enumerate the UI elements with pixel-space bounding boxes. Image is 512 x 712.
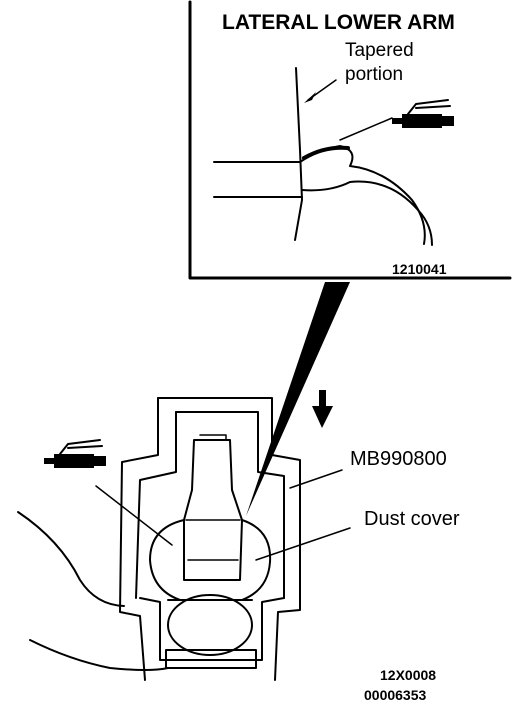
detail-pointer <box>246 282 350 516</box>
tool-label: MB990800 <box>350 448 447 470</box>
tapered-label-line2: portion <box>345 64 403 85</box>
inset-panel: LATERAL LOWER ARM Tapered portion 121004… <box>188 0 512 280</box>
tapered-label-line1: Tapered <box>345 40 414 61</box>
inset-title: LATERAL LOWER ARM <box>222 11 455 34</box>
dust-cover-label: Dust cover <box>364 508 460 530</box>
grease-gun-icon <box>392 99 454 128</box>
down-arrow-icon <box>312 390 333 428</box>
grease-gun-icon <box>44 439 106 468</box>
ball-joint-assembly <box>17 390 351 681</box>
figure-code-1: 12X0008 <box>380 667 436 683</box>
lateral-lower-arm-drawing <box>213 67 433 246</box>
inset-figure-code: 1210041 <box>392 261 447 277</box>
figure-code-2: 00006353 <box>364 687 427 703</box>
